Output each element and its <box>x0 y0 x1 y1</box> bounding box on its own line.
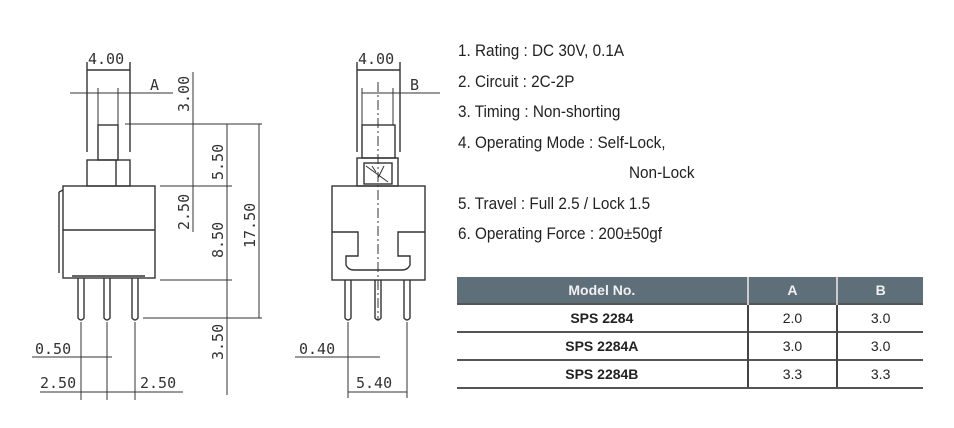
cell-a: 3.3 <box>746 359 838 389</box>
dim-top-width: 4.00 <box>88 50 124 68</box>
dim-pin-width: 0.50 <box>35 340 71 358</box>
cell-b: 3.3 <box>836 359 923 389</box>
dim-2-50: 2.50 <box>175 194 193 230</box>
spec-mode: 4. Operating Mode : Self-Lock, <box>458 132 666 152</box>
spec-rating: 1. Rating : DC 30V, 0.1A <box>458 41 625 60</box>
dim-pitch-right: 2.50 <box>140 374 176 392</box>
dim-side-top-width: 4.00 <box>358 50 394 68</box>
cell-a: 2.0 <box>746 303 838 332</box>
dim-a-label: A <box>150 76 159 94</box>
spec-mode-cont: Non-Lock <box>629 163 695 182</box>
side-view <box>295 62 440 398</box>
table-header: Model No. A B <box>457 277 923 304</box>
dim-17-50: 17.50 <box>241 203 259 248</box>
dim-3-00: 3.00 <box>175 76 193 112</box>
dim-8-50: 8.50 <box>209 222 227 258</box>
cell-b: 3.0 <box>836 303 923 332</box>
dim-side-pin-width: 0.40 <box>299 340 335 358</box>
header-a: A <box>746 277 838 304</box>
spec-timing: 3. Timing : Non-shorting <box>458 102 621 121</box>
dim-5-50: 5.50 <box>209 144 227 180</box>
spec-list: 1. Rating : DC 30V, 0.1A 2. Circuit : 2C… <box>458 36 694 250</box>
spec-force: 6. Operating Force : 200±50gf <box>458 224 663 243</box>
header-model: Model No. <box>457 277 748 304</box>
spec-circuit: 2. Circuit : 2C-2P <box>458 71 575 91</box>
cell-b: 3.0 <box>836 331 923 360</box>
cell-a: 3.0 <box>746 331 838 360</box>
dim-b-label: B <box>410 76 419 94</box>
header-b: B <box>836 277 923 304</box>
front-view <box>32 62 262 400</box>
spec-travel: 5. Travel : Full 2.5 / Lock 1.5 <box>458 193 651 213</box>
dim-3-50: 3.50 <box>209 324 227 360</box>
cell-model: SPS 2284B <box>457 359 748 389</box>
dim-pitch-left: 2.50 <box>40 374 76 392</box>
cell-model: SPS 2284 <box>457 303 748 332</box>
dim-side-span: 5.40 <box>356 374 392 392</box>
cell-model: SPS 2284A <box>457 331 748 360</box>
